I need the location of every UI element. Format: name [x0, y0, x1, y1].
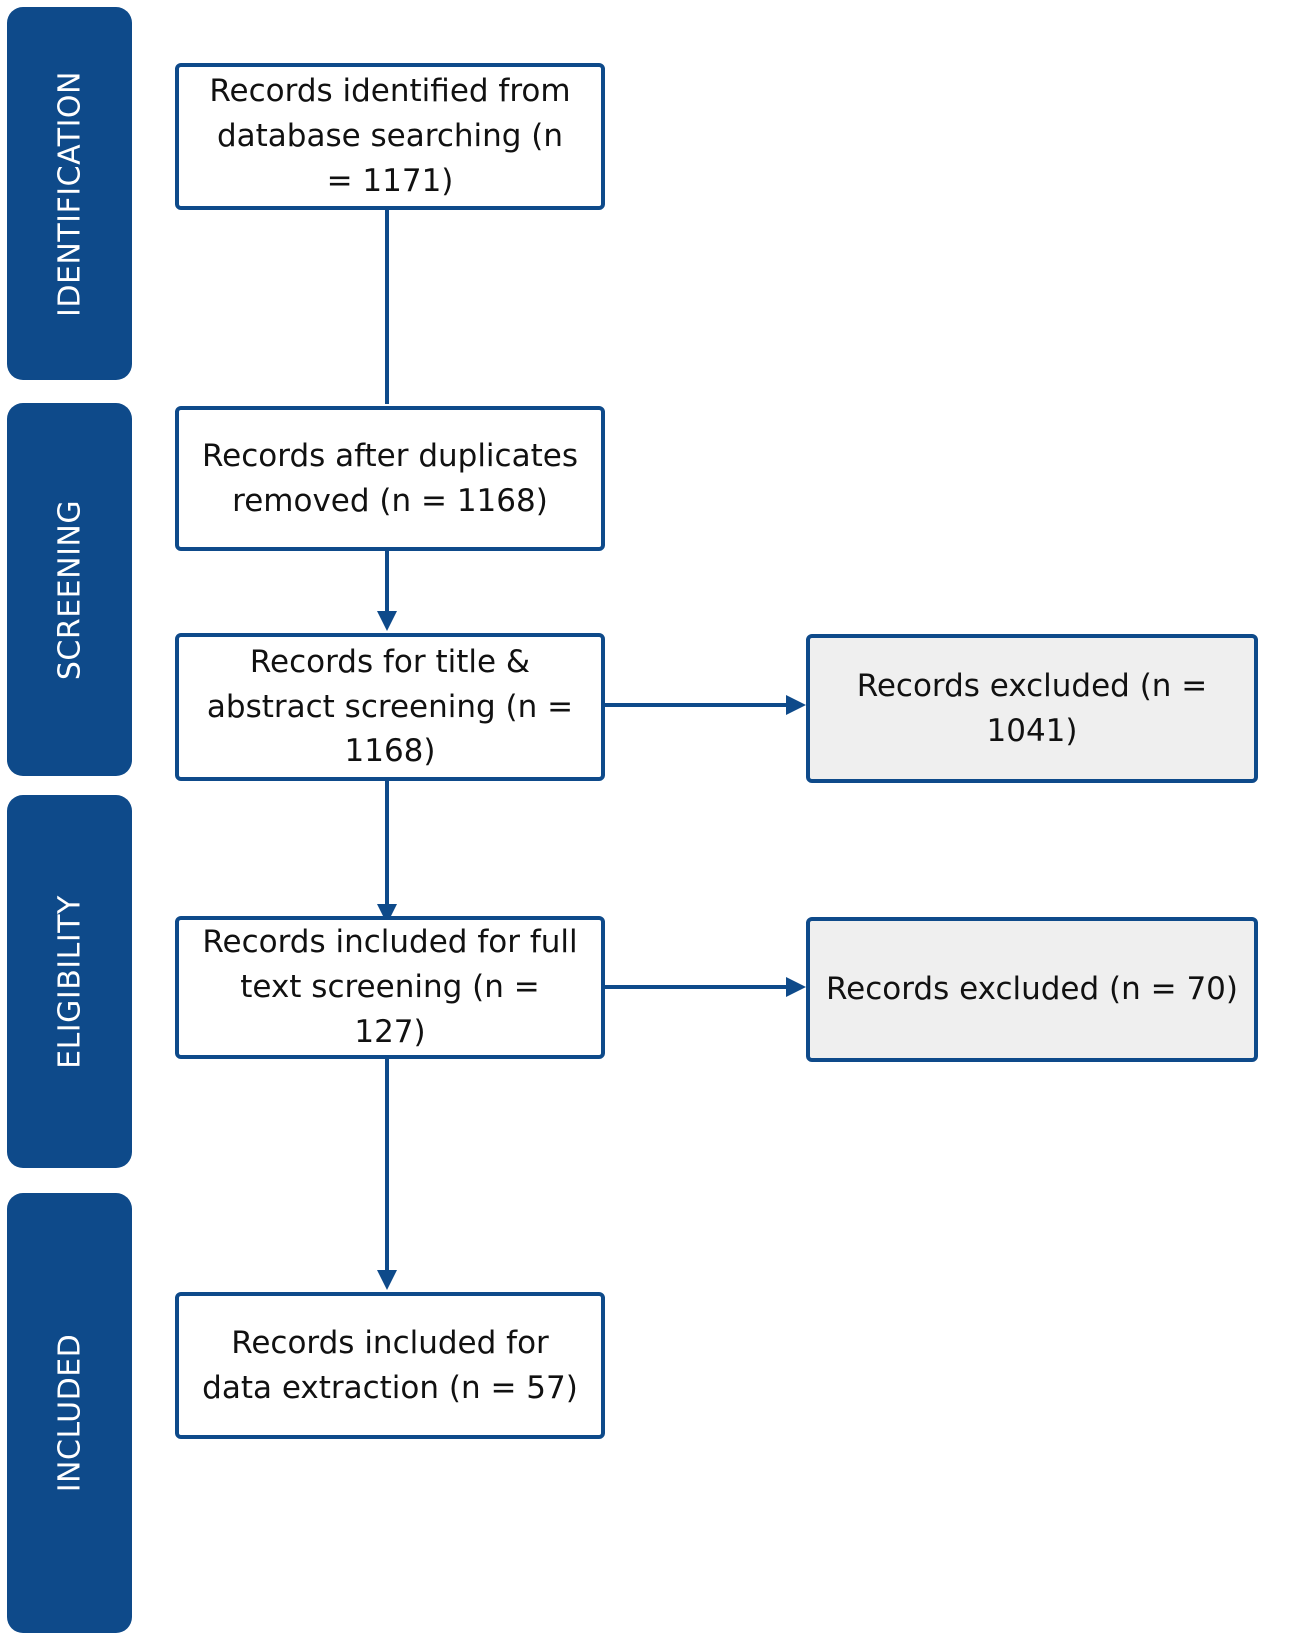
box-text-full-text-screening: Records included for full text screening…	[202, 924, 578, 1050]
arrowhead-data-extraction	[377, 1270, 397, 1290]
stage-bar-screening: SCREENING	[7, 403, 132, 776]
arrowhead-excluded-1041	[786, 695, 806, 715]
stage-label-screening: SCREENING	[52, 499, 87, 680]
arrowhead-excluded-70	[786, 977, 806, 997]
stage-bar-included: INCLUDED	[7, 1193, 132, 1633]
box-title-abstract-screening: Records for title & abstract screening (…	[175, 633, 605, 781]
stage-bar-identification: IDENTIFICATION	[7, 7, 132, 380]
box-records-identified: Records identified from database searchi…	[175, 63, 605, 210]
stage-label-identification: IDENTIFICATION	[52, 70, 87, 317]
box-excluded-full-text: Records excluded (n = 70)	[806, 917, 1258, 1062]
box-text-excluded-title-abstract: Records excluded (n = 1041)	[856, 667, 1208, 749]
box-excluded-title-abstract: Records excluded (n = 1041)	[806, 634, 1258, 783]
box-data-extraction: Records included for data extraction (n …	[175, 1292, 605, 1439]
box-text-data-extraction: Records included for data extraction (n …	[202, 1324, 578, 1406]
stage-label-included: INCLUDED	[52, 1333, 87, 1493]
arrowhead-title-abstract	[377, 611, 397, 631]
box-text-title-abstract-screening: Records for title & abstract screening (…	[206, 643, 574, 770]
stage-label-eligibility: ELIGIBILITY	[52, 894, 87, 1069]
box-text-excluded-full-text: Records excluded (n = 70)	[826, 971, 1238, 1008]
box-text-records-identified: Records identified from database searchi…	[209, 73, 571, 199]
box-text-duplicates-removed: Records after duplicates removed (n = 11…	[202, 437, 578, 519]
box-full-text-screening: Records included for full text screening…	[175, 916, 605, 1059]
stage-bar-eligibility: ELIGIBILITY	[7, 795, 132, 1168]
box-duplicates-removed: Records after duplicates removed (n = 11…	[175, 406, 605, 551]
